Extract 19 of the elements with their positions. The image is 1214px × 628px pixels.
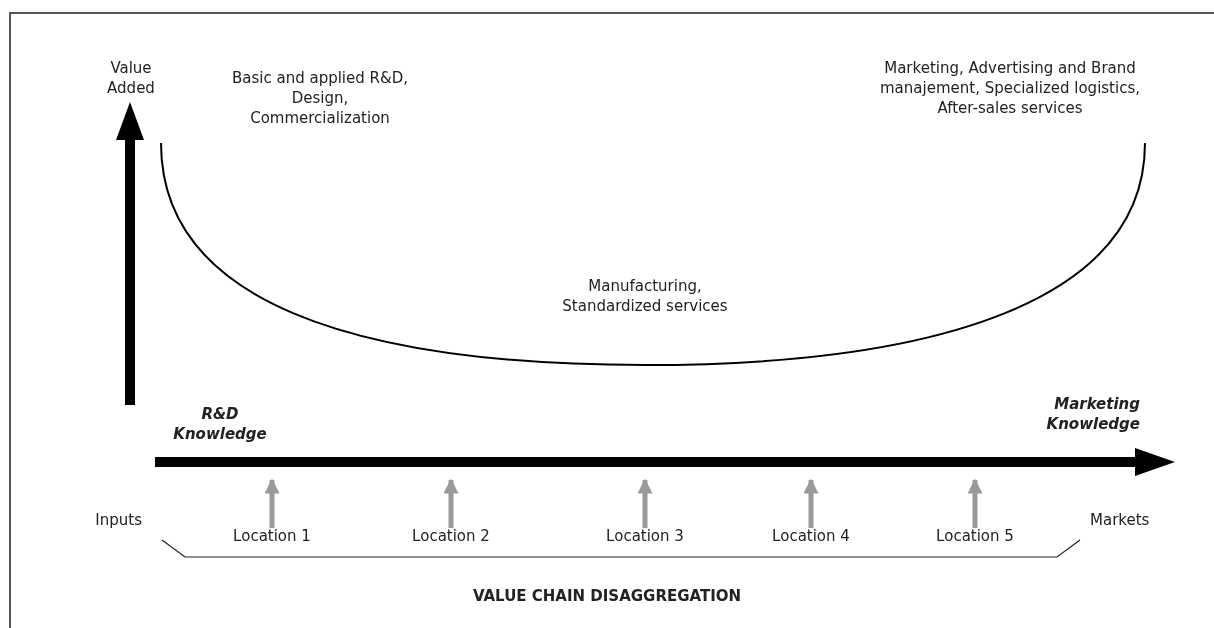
location-label: Location 1 — [217, 526, 327, 546]
location-label: Location 2 — [396, 526, 506, 546]
axis-label: R&D Knowledge — [172, 404, 268, 444]
activity-label: Manufacturing, Standardized services — [561, 276, 729, 316]
caption: VALUE CHAIN DISAGGREGATION — [471, 586, 743, 606]
axis-label: Marketing Knowledge — [1045, 394, 1140, 434]
axis-label: Value Added — [106, 58, 156, 98]
location-label: Location 3 — [590, 526, 700, 546]
axis-label: Inputs — [94, 510, 142, 530]
arrow — [803, 478, 819, 528]
arrow — [967, 478, 983, 528]
activity-label: Basic and applied R&D, Design, Commercialization — [231, 68, 409, 128]
arrow — [443, 478, 459, 528]
arrow — [264, 478, 280, 528]
location-label: Location 4 — [756, 526, 866, 546]
activity-label: Marketing, Advertising and Brand manajement, Specialized logistics, After-sales services — [879, 58, 1141, 118]
arrow — [637, 478, 653, 528]
axis-label: Markets — [1090, 510, 1151, 530]
location-label: Location 5 — [920, 526, 1030, 546]
